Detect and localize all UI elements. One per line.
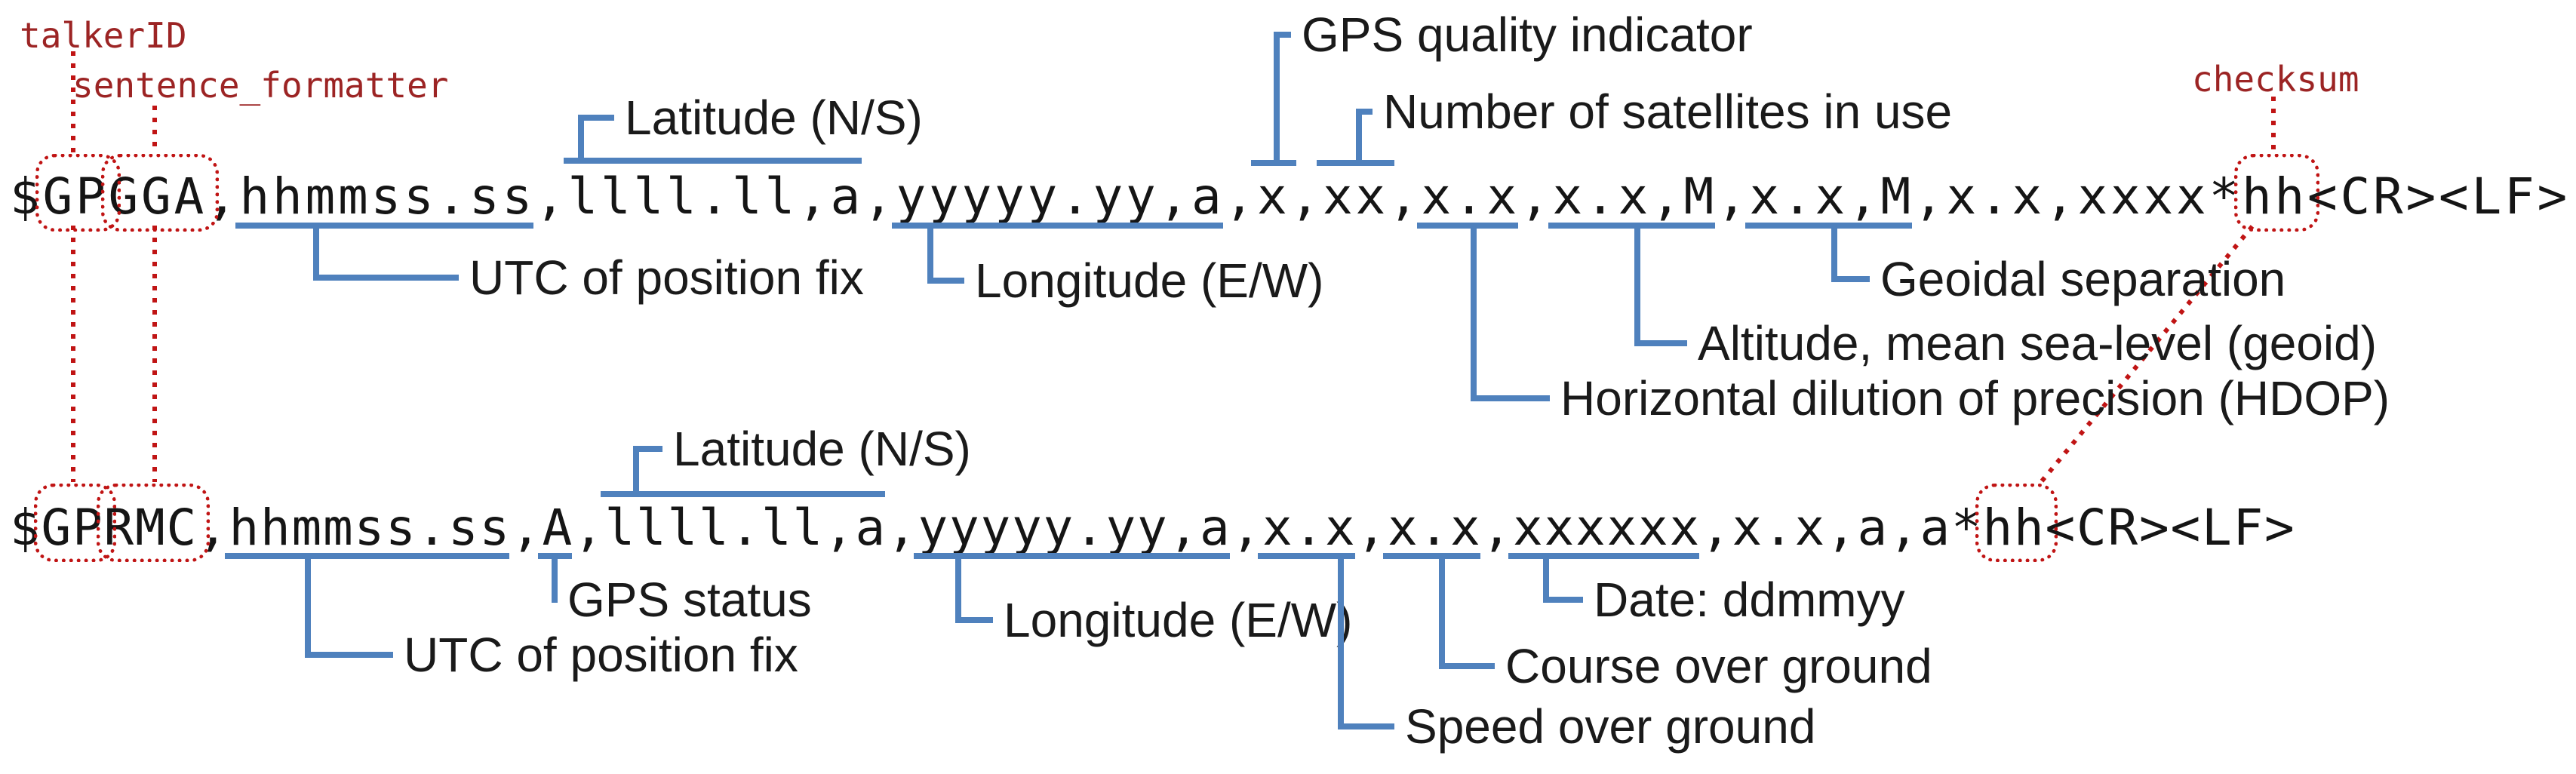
course-over-ground-underline — [1383, 553, 1480, 559]
sentence-formatter-label: sentence_formatter — [72, 65, 449, 106]
course-over-ground-connector-vertical — [1439, 559, 1446, 669]
rmc-talker-id-box — [33, 484, 116, 562]
altitude-msl-underline — [1548, 223, 1715, 229]
satellites-in-use-label: Number of satellites in use — [1383, 84, 1953, 139]
satellites-in-use-connector-vertical — [1355, 109, 1362, 160]
longitude-connector-horizontal — [927, 278, 964, 284]
utc-of-position-fix-connector-horizontal — [305, 652, 393, 658]
gps-status-connector-horizontal — [551, 597, 557, 603]
rmc-formatter-box — [96, 484, 210, 562]
utc-of-position-fix-underline — [235, 223, 533, 229]
altitude-msl-label: Altitude, mean sea-level (geoid) — [1698, 316, 2378, 370]
altitude-msl-connector-vertical — [1634, 229, 1641, 346]
latitude-overline — [600, 491, 885, 497]
longitude-label: Longitude (E/W) — [975, 253, 1324, 308]
gps-quality-indicator-label: GPS quality indicator — [1302, 8, 1753, 62]
speed-over-ground-connector-horizontal — [1337, 723, 1394, 729]
longitude-connector-horizontal — [955, 617, 993, 623]
gps-status-label: GPS status — [567, 573, 812, 627]
geoidal-separation-underline — [1744, 223, 1912, 229]
date-ddmmyy-connector-horizontal — [1542, 597, 1583, 603]
longitude-connector-vertical — [927, 229, 933, 284]
talkerid-label: talkerID — [20, 15, 187, 56]
longitude-connector-vertical — [955, 559, 962, 623]
latitude-connector-vertical — [578, 115, 585, 160]
date-ddmmyy-connector-vertical — [1542, 559, 1549, 603]
geoidal-separation-connector-horizontal — [1831, 276, 1870, 282]
hdop-underline — [1416, 223, 1518, 229]
latitude-label: Latitude (N/S) — [673, 422, 971, 476]
gga-checksum-box — [2234, 154, 2319, 232]
speed-over-ground-label: Speed over ground — [1405, 699, 1816, 754]
course-over-ground-label: Course over ground — [1505, 639, 1932, 693]
longitude-underline — [913, 553, 1230, 559]
rmc-sentence: $GPRMC,hhmmss.ss,A,llll.ll,a,yyyyy.yy,a,… — [10, 499, 2296, 557]
utc-of-position-fix-label: UTC of position fix — [469, 250, 864, 305]
gps-status-underline — [537, 553, 572, 559]
hdop-label: Horizontal dilution of precision (HDOP) — [1560, 371, 2390, 425]
satellites-in-use-connector-horizontal — [1355, 109, 1373, 115]
speed-over-ground-underline — [1258, 553, 1355, 559]
gga-sentence: $GPGGA,hhmmss.ss,llll.ll,a,yyyyy.yy,a,x,… — [10, 167, 2570, 226]
altitude-msl-connector-horizontal — [1634, 340, 1687, 346]
utc-of-position-fix-label: UTC of position fix — [404, 628, 798, 682]
latitude-overline — [563, 158, 862, 164]
hdop-connector-horizontal — [1470, 395, 1550, 401]
hdop-connector-vertical — [1470, 229, 1477, 401]
speed-over-ground-connector-vertical — [1337, 559, 1344, 729]
utc-of-position-fix-underline — [224, 553, 509, 559]
geoidal-separation-connector-vertical — [1831, 229, 1838, 282]
gps-quality-indicator-connector-horizontal — [1273, 32, 1291, 38]
longitude-underline — [891, 223, 1223, 229]
latitude-connector-vertical — [632, 446, 639, 493]
latitude-connector-horizontal — [632, 446, 662, 452]
date-ddmmyy-underline — [1508, 553, 1699, 559]
utc-of-position-fix-connector-vertical — [305, 559, 312, 658]
utc-of-position-fix-connector-horizontal — [313, 275, 459, 281]
geoidal-separation-label: Geoidal separation — [1880, 252, 2286, 306]
longitude-label: Longitude (E/W) — [1004, 593, 1353, 647]
gps-quality-indicator-connector-vertical — [1273, 32, 1280, 160]
gps-quality-indicator-tick-bar — [1251, 160, 1296, 166]
satellites-in-use-tick-bar — [1317, 160, 1394, 166]
rmc-checksum-box — [1975, 484, 2058, 562]
utc-of-position-fix-connector-vertical — [313, 229, 320, 281]
course-over-ground-connector-horizontal — [1439, 663, 1495, 669]
gga-talker-id-box — [35, 154, 121, 232]
gps-status-connector-vertical — [551, 559, 558, 603]
gga-formatter-box — [100, 154, 219, 232]
date-ddmmyy-label: Date: ddmmyy — [1594, 573, 1905, 627]
checksum-label: checksum — [2192, 59, 2359, 100]
latitude-label: Latitude (N/S) — [625, 91, 923, 145]
latitude-connector-horizontal — [578, 115, 614, 121]
